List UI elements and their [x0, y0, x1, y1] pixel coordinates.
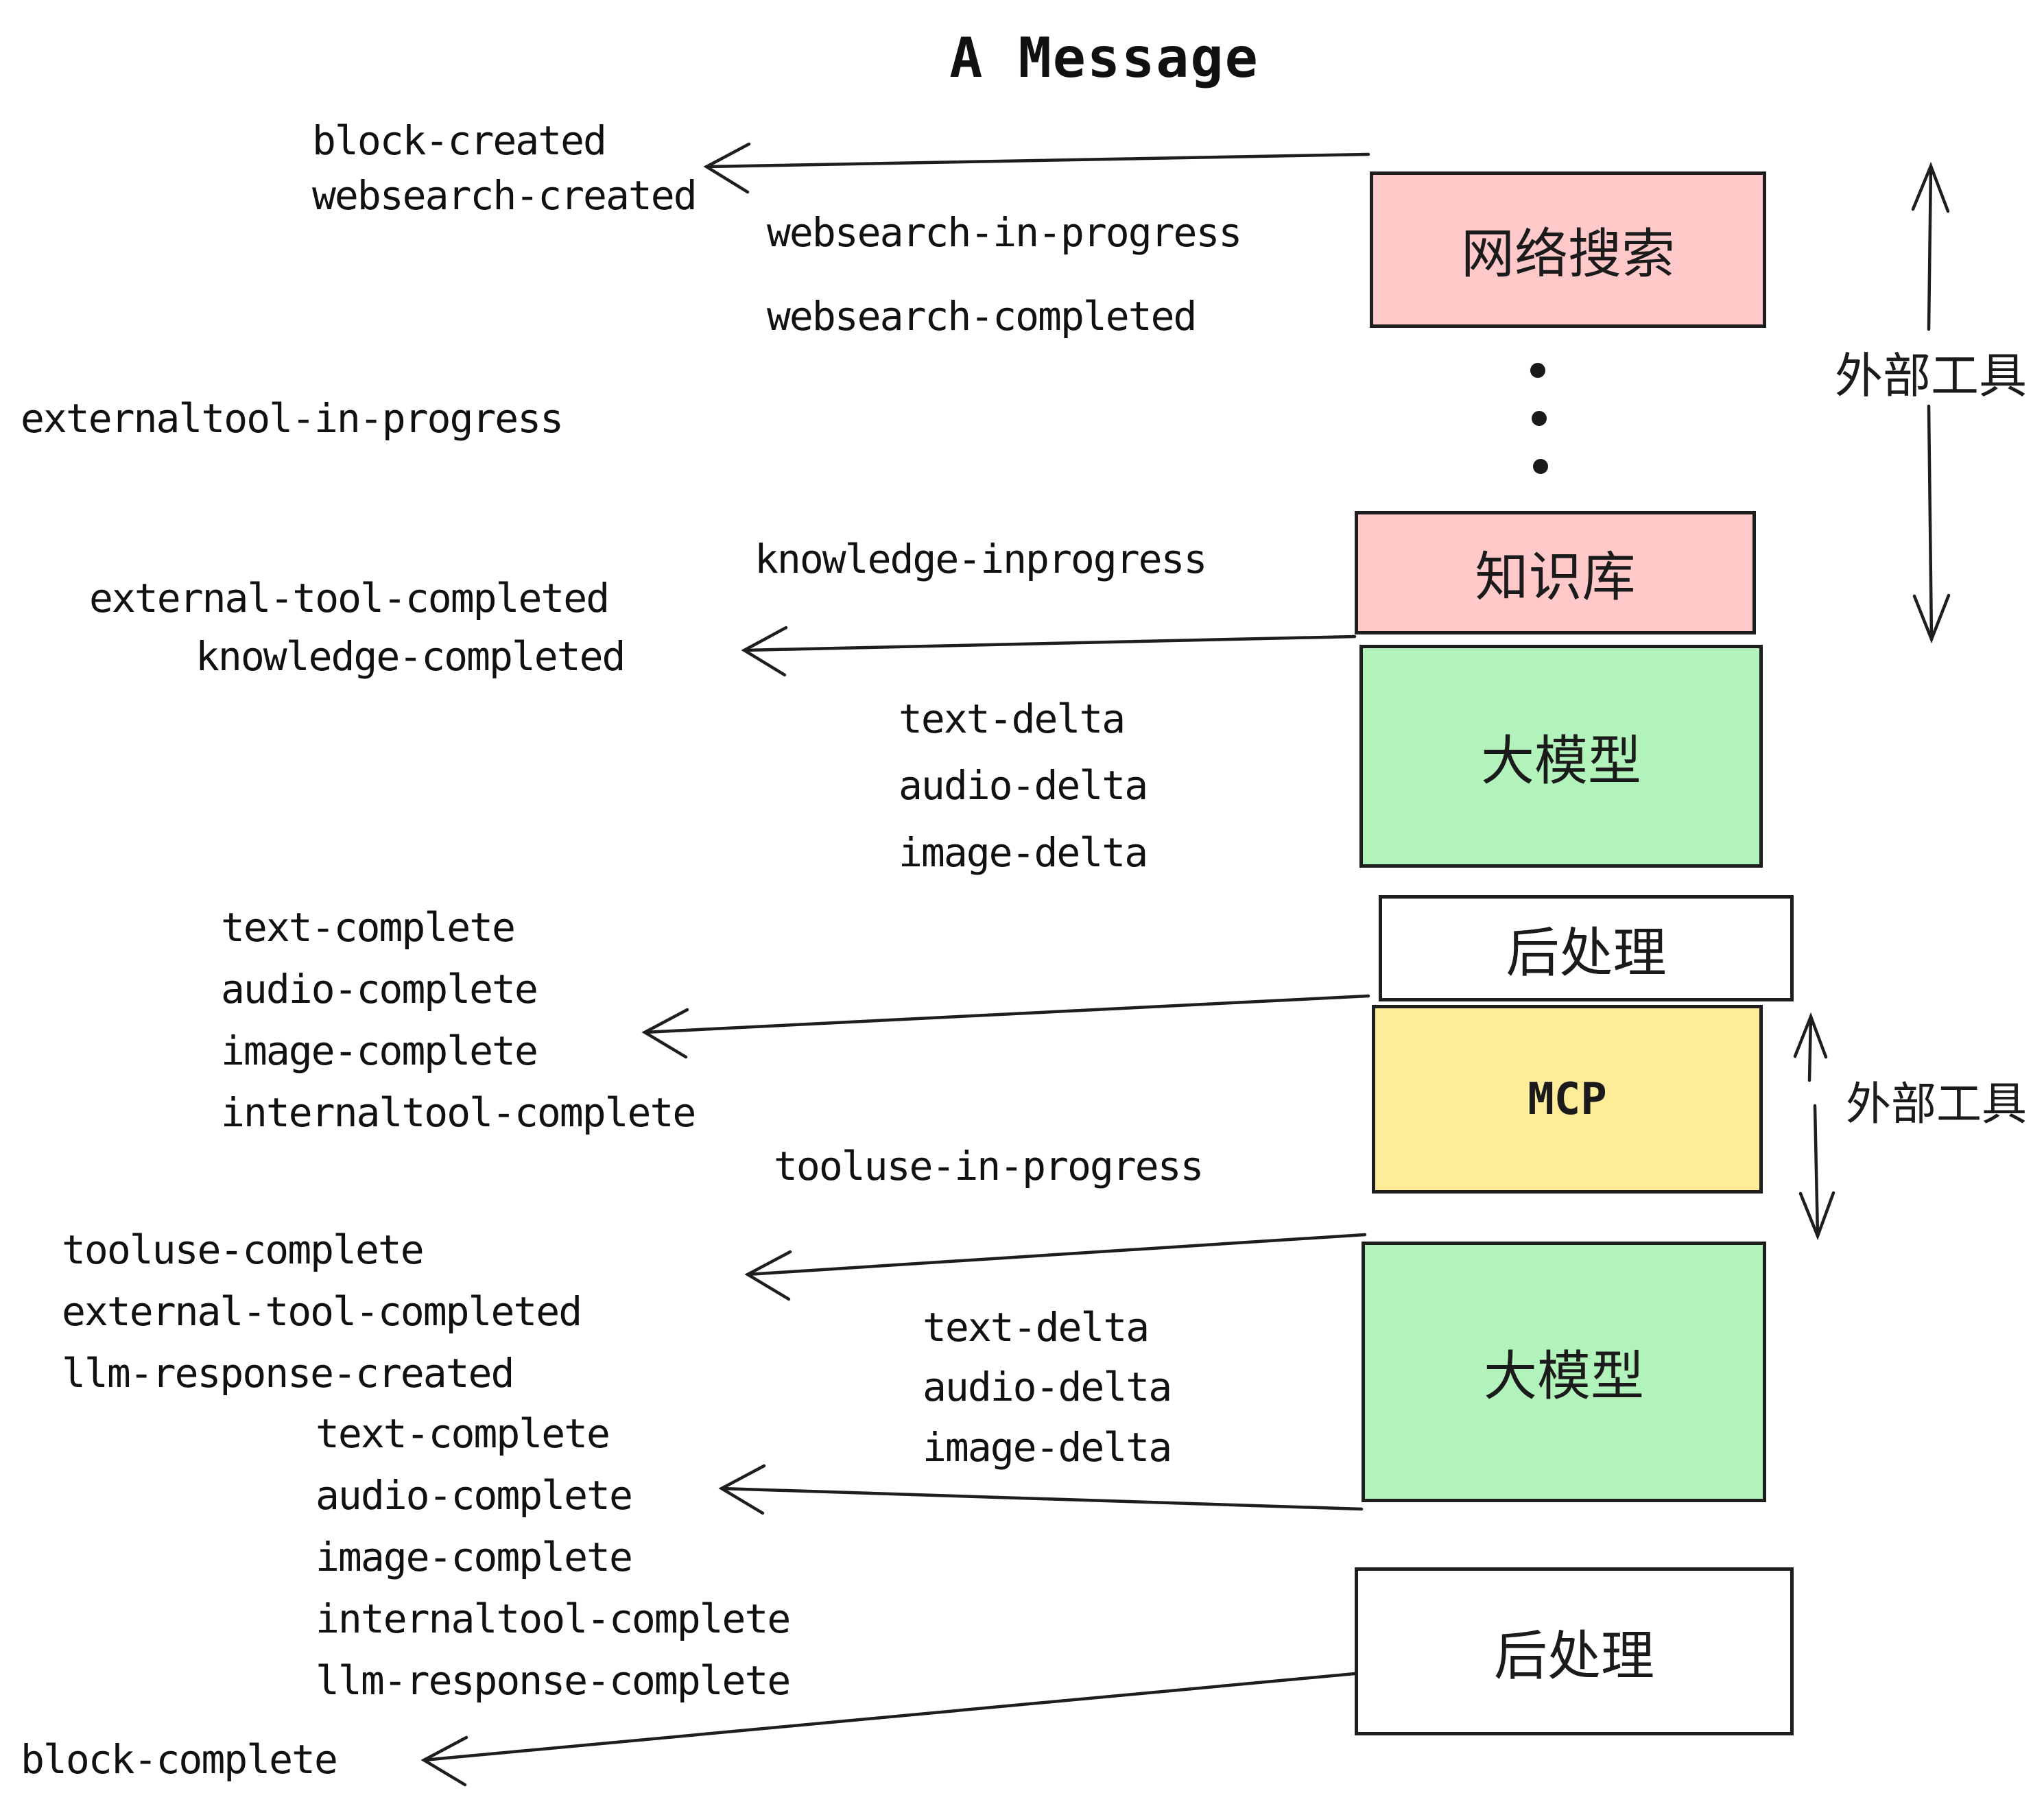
- event-websearch-created: websearch-created: [312, 172, 698, 219]
- event-text-delta-1: text-delta: [899, 696, 1126, 742]
- event-image-delta-2: image-delta: [923, 1424, 1172, 1471]
- box-mcp: MCP: [1372, 1005, 1763, 1194]
- event-audio-complete-2: audio-complete: [316, 1472, 633, 1519]
- event-audio-delta-1: audio-delta: [899, 762, 1148, 809]
- event-internaltool-complete-1: internaltool-complete: [221, 1089, 696, 1136]
- event-tooluse-complete: tooluse-complete: [62, 1226, 425, 1273]
- arrow-block-created: [703, 142, 1370, 194]
- event-websearch-in-progress: websearch-in-progress: [767, 209, 1242, 256]
- event-image-complete-2: image-complete: [316, 1534, 633, 1580]
- event-external-tool-completed-1: external-tool-completed: [89, 575, 610, 621]
- box-post-process-1: 后处理: [1379, 895, 1794, 1001]
- ellipsis-dots: [1530, 363, 1548, 474]
- box-llm-2: 大模型: [1362, 1242, 1766, 1502]
- event-internaltool-complete-2: internaltool-complete: [316, 1595, 791, 1642]
- box-llm-1: 大模型: [1359, 645, 1763, 868]
- box-web-search: 网络搜索: [1370, 171, 1766, 328]
- arrow-knowledge-completed: [741, 626, 1357, 677]
- event-audio-delta-2: audio-delta: [923, 1364, 1172, 1410]
- arrow-tooluse-complete: [744, 1233, 1367, 1301]
- event-block-complete: block-complete: [21, 1736, 338, 1783]
- event-websearch-completed: websearch-completed: [767, 293, 1197, 340]
- page-title: A Message: [949, 26, 1259, 90]
- event-text-complete-2: text-complete: [316, 1410, 610, 1457]
- event-externaltool-in-progress: externaltool-in-progress: [21, 395, 564, 442]
- arrow-image-complete: [641, 994, 1370, 1059]
- external-tools-arrow-down: [1912, 404, 1951, 644]
- box-knowledge-base: 知识库: [1355, 511, 1756, 634]
- event-image-complete-1: image-complete: [221, 1028, 538, 1074]
- event-tooluse-in-progress: tooluse-in-progress: [774, 1143, 1204, 1189]
- external-tools-arrow-up: [1911, 161, 1950, 331]
- external-tools-2-arrow-up: [1793, 1012, 1828, 1082]
- event-image-delta-1: image-delta: [899, 829, 1148, 876]
- arrow-block-complete: [420, 1672, 1357, 1787]
- box-post-process-2: 后处理: [1355, 1567, 1794, 1735]
- event-block-created: block-created: [312, 117, 607, 164]
- event-llm-response-created: llm-response-created: [62, 1350, 514, 1397]
- external-tools-label-2: 外部工具: [1846, 1078, 2027, 1130]
- event-knowledge-inprogress: knowledge-inprogress: [754, 536, 1207, 582]
- event-text-delta-2: text-delta: [923, 1304, 1150, 1351]
- event-llm-response-complete: llm-response-complete: [316, 1657, 791, 1704]
- event-audio-complete-1: audio-complete: [221, 966, 538, 1012]
- event-external-tool-completed-2: external-tool-completed: [62, 1288, 582, 1335]
- external-tools-2-arrow-down: [1798, 1104, 1835, 1241]
- external-tools-label-1: 外部工具: [1835, 348, 2027, 404]
- arrow-audio-complete: [718, 1464, 1364, 1515]
- event-knowledge-completed: knowledge-completed: [195, 633, 626, 680]
- event-text-complete-1: text-complete: [221, 904, 516, 951]
